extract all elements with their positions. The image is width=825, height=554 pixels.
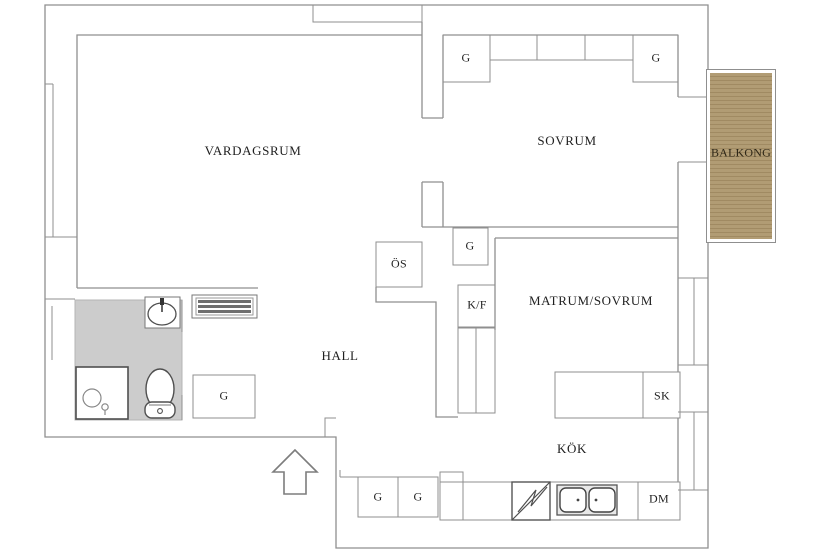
kf-box <box>457 284 496 328</box>
toilet-icon <box>144 368 176 419</box>
bathroom-sink-icon <box>144 296 181 329</box>
room-label-sovrum: SOVRUM <box>537 133 597 148</box>
os-closet-box <box>375 241 423 288</box>
wardrobe-box-sovrum-right <box>632 34 679 83</box>
balcony-area: BALKONG <box>706 69 776 243</box>
room-label-matrum-sovrum: MATRUM/SOVRUM <box>528 293 654 308</box>
label-wardrobe-sovrum-right: G <box>651 50 661 65</box>
label-wardrobe-hall: G <box>219 388 229 403</box>
label-wardrobe-bottom-2: G <box>413 489 423 504</box>
room-label-vardagsrum: VARDAGSRUM <box>204 143 302 158</box>
kitchen-sink-icon <box>556 484 618 516</box>
label-dm: DM <box>649 491 669 506</box>
label-kf: K/F <box>467 297 487 312</box>
stove-icon <box>511 481 551 521</box>
room-label-kok: KÖK <box>557 441 587 456</box>
kitchen-counter <box>439 481 681 521</box>
label-wardrobe-sovrum-left: G <box>461 50 471 65</box>
bathroom <box>74 294 258 421</box>
label-wardrobe-middle: G <box>465 238 475 253</box>
counter-top-row <box>554 371 681 419</box>
label-wardrobe-bottom-1: G <box>373 489 383 504</box>
radiator-icon <box>191 294 258 319</box>
label-os: ÖS <box>391 256 407 271</box>
outer-walls <box>44 4 709 549</box>
wardrobe-box-middle <box>452 227 489 266</box>
balcony-wood-deck <box>710 73 772 239</box>
room-label-balkong: BALKONG <box>710 145 772 160</box>
kitchen-walls <box>339 470 681 521</box>
matrum-walls <box>457 237 681 482</box>
sovrum-walls <box>442 34 679 238</box>
label-sk: SK <box>654 388 670 403</box>
hall-walls <box>192 227 489 419</box>
shower-icon <box>75 366 129 420</box>
entrance-arrow-icon <box>271 448 319 495</box>
shallow-closet-row <box>489 34 634 61</box>
room-label-hall: HALL <box>321 348 359 363</box>
wardrobe-box-hall <box>192 374 256 419</box>
